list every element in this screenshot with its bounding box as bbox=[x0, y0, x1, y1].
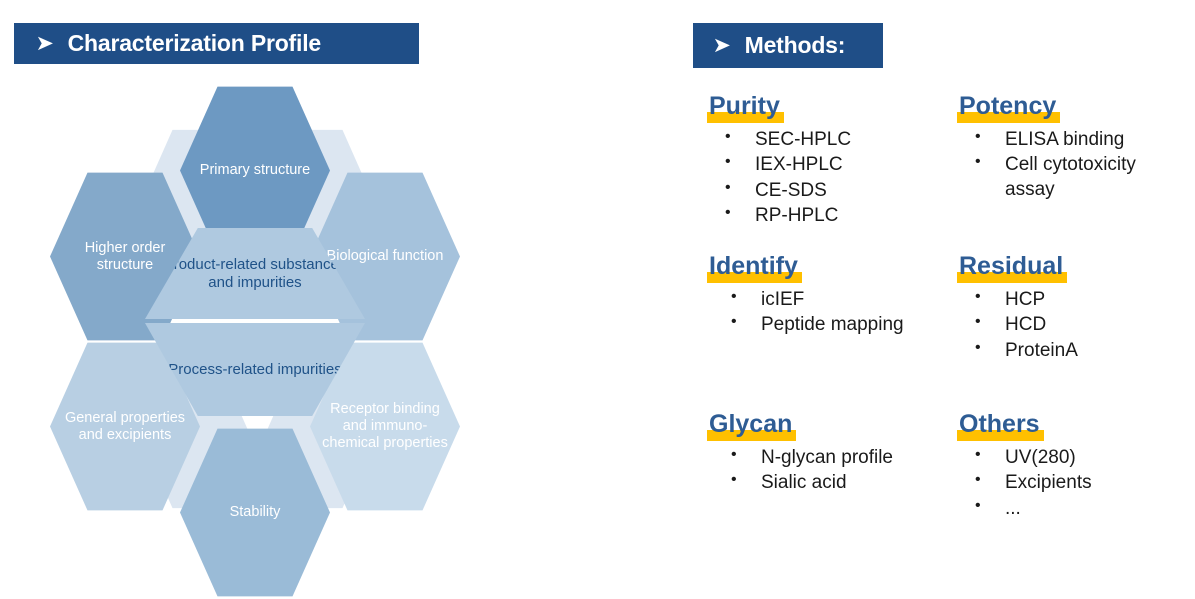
list-item: ProteinA bbox=[943, 338, 1183, 363]
method-block-identify: Identify icIEF Peptide mapping bbox=[693, 254, 933, 339]
characterization-hexagon-diagram: Primary structure Higher order structure… bbox=[20, 82, 490, 597]
methods-header: ➤ Methods: bbox=[693, 23, 883, 68]
hex-product-related-substances[interactable]: Product-related substances and impuritie… bbox=[145, 228, 365, 319]
methods-title: Methods: bbox=[744, 32, 846, 58]
method-title-potency: Potency bbox=[957, 94, 1061, 123]
characterization-profile-title: Characterization Profile bbox=[67, 30, 322, 56]
characterization-profile-header: ➤ Characterization Profile bbox=[14, 23, 419, 64]
method-title-glycan: Glycan bbox=[707, 412, 797, 441]
hex-primary-structure[interactable]: Primary structure bbox=[180, 86, 330, 255]
list-item: IEX-HPLC bbox=[693, 152, 933, 177]
method-block-purity: Purity SEC-HPLC IEX-HPLC CE-SDS RP-HPLC bbox=[693, 94, 933, 229]
list-item: N-glycan profile bbox=[693, 445, 933, 470]
method-block-potency: Potency ELISA binding Cell cytotoxicity … bbox=[943, 94, 1183, 203]
hex-label: Process-related impurities bbox=[168, 360, 342, 378]
method-list-glycan: N-glycan profile Sialic acid bbox=[693, 445, 933, 496]
hex-label: Stability bbox=[229, 504, 281, 521]
method-list-potency: ELISA binding Cell cytotoxicity assay bbox=[943, 127, 1183, 202]
list-item: SEC-HPLC bbox=[693, 127, 933, 152]
methods-grid: Purity SEC-HPLC IEX-HPLC CE-SDS RP-HPLC … bbox=[693, 94, 1193, 554]
method-block-others: Others UV(280) Excipients ... bbox=[943, 412, 1183, 522]
method-block-residual: Residual HCP HCD ProteinA bbox=[943, 254, 1183, 364]
hex-label: Biological function bbox=[326, 248, 444, 265]
list-item: Cell cytotoxicity assay bbox=[943, 152, 1183, 202]
list-item: ... bbox=[943, 496, 1183, 521]
hex-label: General properties and excipients bbox=[64, 409, 186, 443]
hex-label: Primary structure bbox=[199, 162, 311, 179]
list-item: Excipients bbox=[943, 470, 1183, 495]
method-list-residual: HCP HCD ProteinA bbox=[943, 287, 1183, 363]
list-item: Sialic acid bbox=[693, 470, 933, 495]
hex-label: Higher order structure bbox=[84, 239, 166, 273]
list-item: HCD bbox=[943, 312, 1183, 337]
arrow-bullet-icon: ➤ bbox=[712, 34, 732, 57]
list-item: ELISA binding bbox=[943, 127, 1183, 152]
hex-label: Receptor binding and immuno-chemical pro… bbox=[322, 401, 448, 451]
list-item: HCP bbox=[943, 287, 1183, 312]
method-list-purity: SEC-HPLC IEX-HPLC CE-SDS RP-HPLC bbox=[693, 127, 933, 228]
list-item: CE-SDS bbox=[693, 178, 933, 203]
hex-center-impurities: Product-related substances and impuritie… bbox=[145, 228, 365, 416]
list-item: RP-HPLC bbox=[693, 203, 933, 228]
hex-label: Product-related substances and impuritie… bbox=[163, 255, 347, 291]
method-list-others: UV(280) Excipients ... bbox=[943, 445, 1183, 521]
list-item: Peptide mapping bbox=[693, 312, 933, 337]
hex-process-related-impurities[interactable]: Process-related impurities bbox=[145, 323, 365, 416]
method-title-others: Others bbox=[957, 412, 1044, 441]
arrow-bullet-icon: ➤ bbox=[35, 32, 55, 55]
method-title-residual: Residual bbox=[957, 254, 1068, 283]
method-list-identify: icIEF Peptide mapping bbox=[693, 287, 933, 338]
method-title-identify: Identify bbox=[707, 254, 802, 283]
method-block-glycan: Glycan N-glycan profile Sialic acid bbox=[693, 412, 933, 497]
list-item: icIEF bbox=[693, 287, 933, 312]
method-title-purity: Purity bbox=[707, 94, 784, 123]
list-item: UV(280) bbox=[943, 445, 1183, 470]
